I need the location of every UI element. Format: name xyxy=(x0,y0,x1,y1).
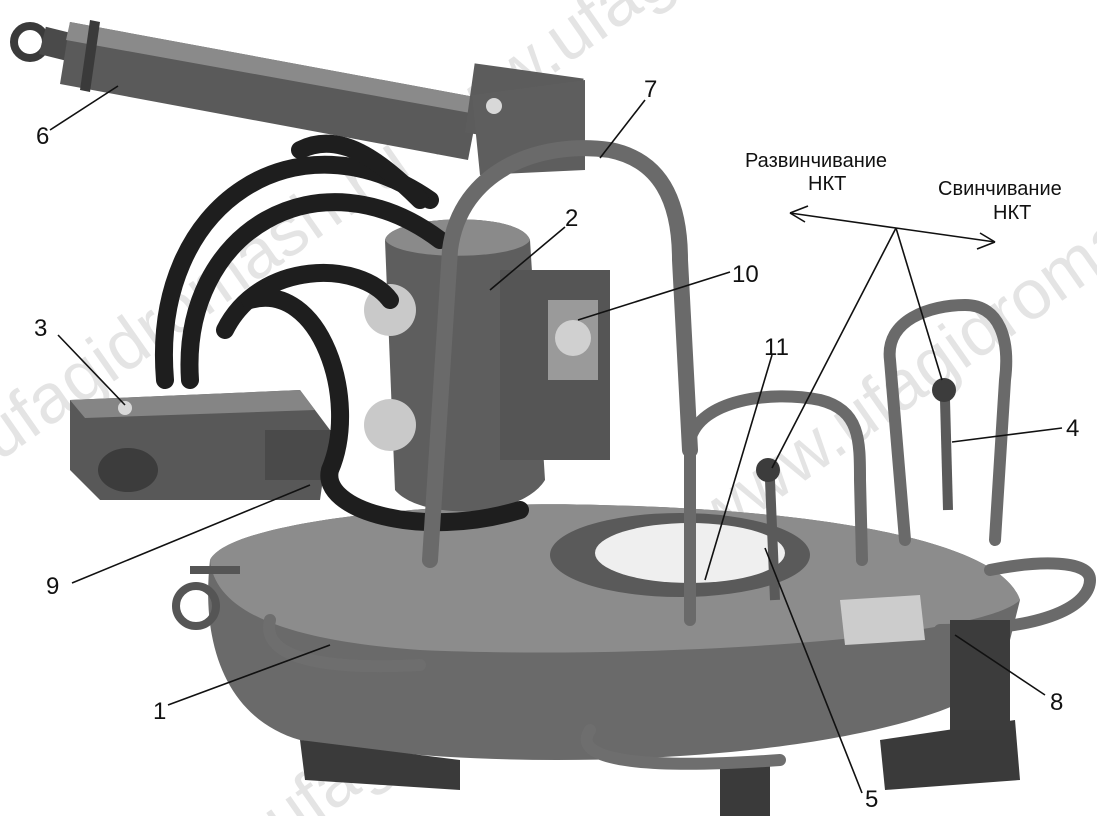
callout-labels: 6 7 2 10 3 11 4 9 1 8 5 xyxy=(34,76,1079,813)
caption-screw-line2: НКТ xyxy=(993,202,1031,224)
leader-6 xyxy=(49,85,119,131)
leader-4 xyxy=(951,427,1063,443)
valve-block xyxy=(70,390,335,500)
direction-arrows xyxy=(789,205,996,250)
leader-1 xyxy=(167,644,331,706)
handle-11 xyxy=(684,390,868,626)
caption-unscrew-line1: Развинчивание xyxy=(745,150,887,172)
machine xyxy=(10,20,1097,816)
callout-9: 9 xyxy=(46,573,59,600)
leader-11 xyxy=(704,354,773,581)
base-plate xyxy=(208,504,1020,816)
hydraulic-motor xyxy=(364,219,610,512)
jaw-clamp xyxy=(840,595,1010,730)
arrow-screw-head xyxy=(976,232,996,250)
caption-screw-line1: Свинчивание xyxy=(938,178,1062,200)
leader-7 xyxy=(599,99,646,159)
leader-direction-1 xyxy=(771,227,897,469)
callout-4: 4 xyxy=(1066,415,1079,442)
caption-unscrew-line2: НКТ xyxy=(808,173,846,195)
arrow-unscrew-head xyxy=(789,205,809,223)
callout-10: 10 xyxy=(732,261,759,288)
arrow-unscrew-line xyxy=(789,212,897,229)
frame-handle xyxy=(422,140,698,568)
callout-8: 8 xyxy=(1050,689,1063,716)
direction-captions: Развинчивание НКТ Свинчивание НКТ xyxy=(745,150,1062,224)
leader-lines xyxy=(49,85,1063,794)
leader-2 xyxy=(489,226,566,291)
hydraulic-hoses xyxy=(154,134,529,532)
callout-2: 2 xyxy=(565,205,578,232)
callout-6: 6 xyxy=(36,123,49,150)
arrow-screw-line xyxy=(895,227,996,243)
callout-5: 5 xyxy=(865,786,878,813)
leader-10 xyxy=(577,271,731,321)
leader-direction-2 xyxy=(895,227,943,381)
hook xyxy=(172,566,240,630)
handle-4 xyxy=(883,298,1097,636)
callout-3: 3 xyxy=(34,315,47,342)
callout-11: 11 xyxy=(764,334,789,361)
leader-3 xyxy=(57,334,126,406)
callout-1: 1 xyxy=(153,698,166,725)
leader-5 xyxy=(764,547,863,794)
callout-7: 7 xyxy=(644,76,657,103)
leader-9 xyxy=(71,484,311,584)
base-rails xyxy=(263,614,786,770)
bracket-bolt xyxy=(486,98,502,114)
leader-8 xyxy=(954,634,1046,696)
